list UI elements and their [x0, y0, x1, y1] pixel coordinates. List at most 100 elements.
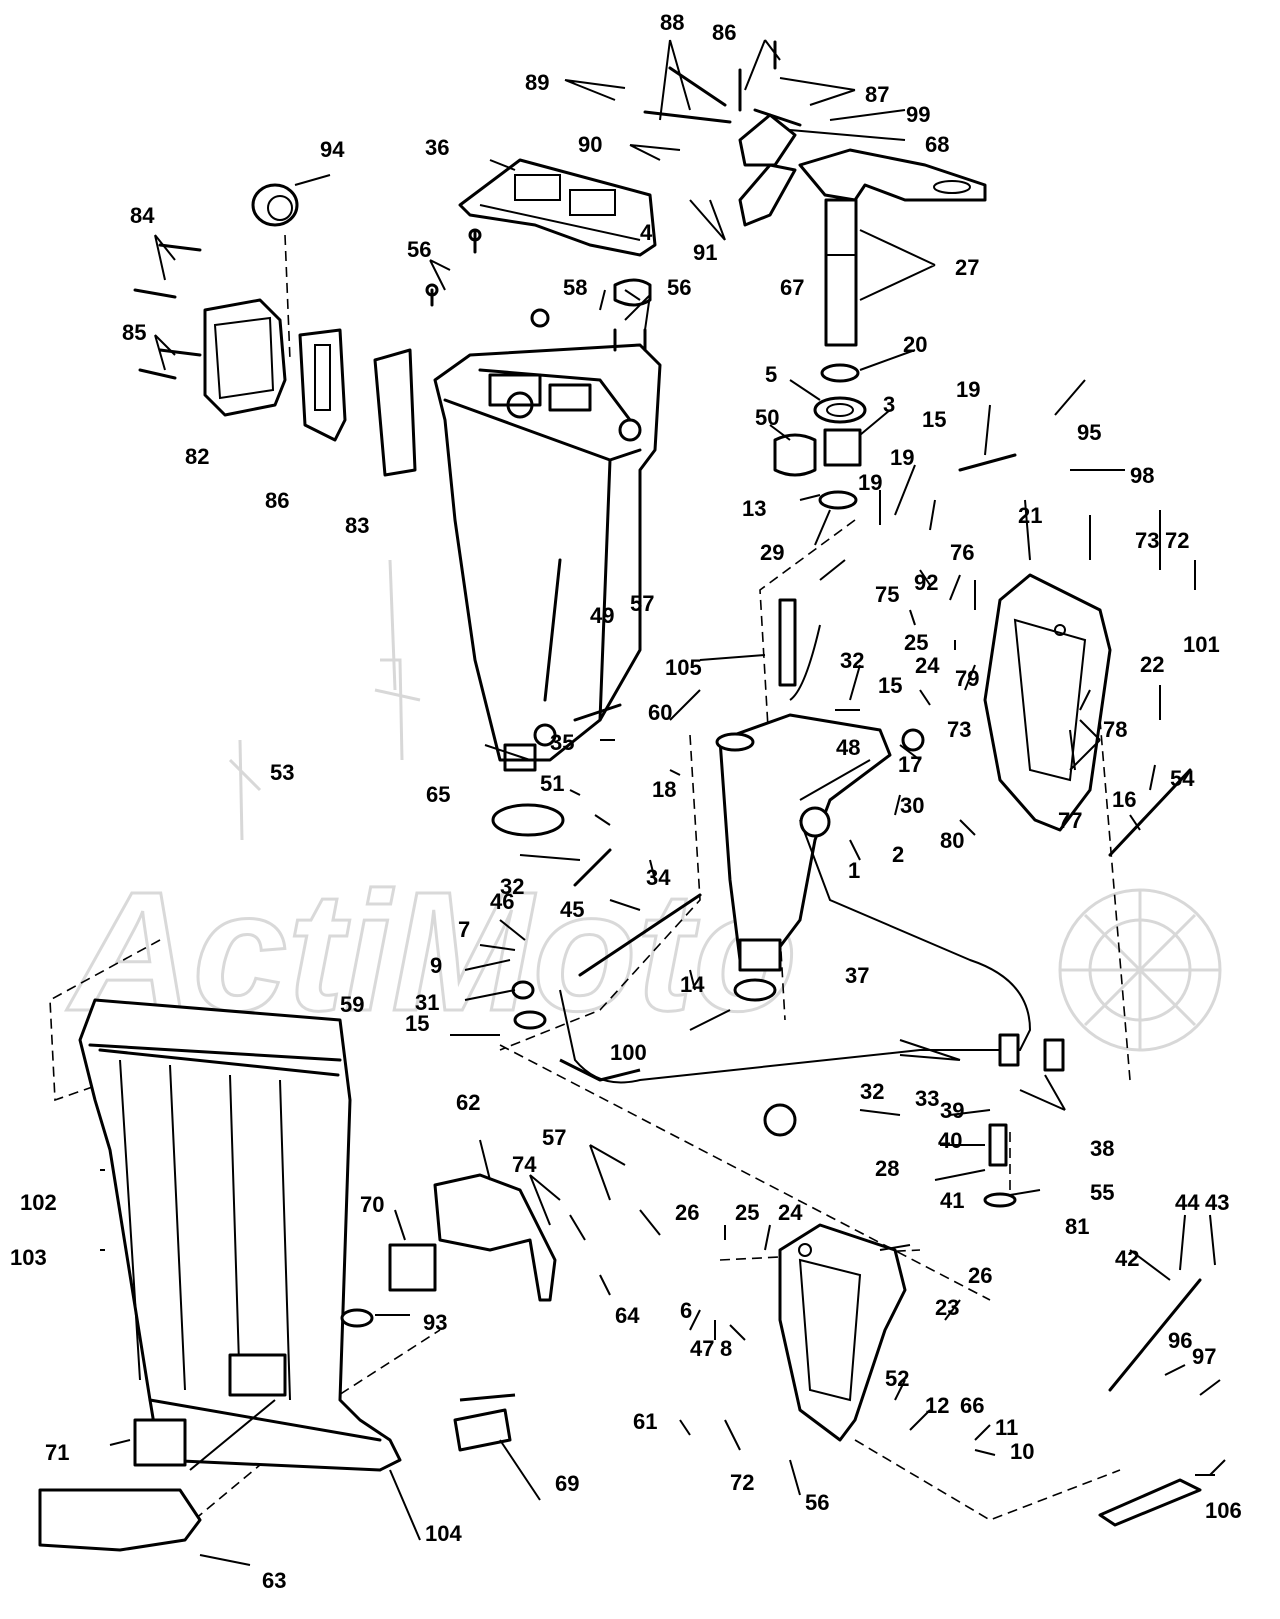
callout-label: 57	[630, 591, 654, 616]
callout-label: 78	[1103, 717, 1127, 742]
callout-label: 7	[458, 917, 470, 942]
callout-label: 30	[900, 793, 924, 818]
callout-label: 10	[1010, 1439, 1034, 1464]
callout-label: 83	[345, 513, 369, 538]
callout-label: 8	[720, 1336, 732, 1361]
callout-label: 85	[122, 320, 146, 345]
callout-label: 60	[648, 700, 672, 725]
callout-label: 47	[690, 1336, 714, 1361]
callout-label: 22	[1140, 652, 1164, 677]
callout-label: 92	[914, 570, 938, 595]
callout-label: 33	[915, 1086, 939, 1111]
callout-label: 15	[405, 1011, 429, 1036]
callout-label: 3	[883, 392, 895, 417]
callout-label: 105	[665, 655, 702, 680]
callout-label: 68	[925, 132, 949, 157]
callout-label: 37	[845, 963, 869, 988]
callout-label: 6	[680, 1298, 692, 1323]
callout-label: 72	[1165, 528, 1189, 553]
rods-and-cables	[491, 453, 1192, 1208]
callout-label: 4	[640, 220, 653, 245]
callout-label: 2	[892, 842, 904, 867]
callout-label: 36	[425, 135, 449, 160]
callout-label: 81	[1065, 1214, 1089, 1239]
callout-label: 94	[320, 137, 345, 162]
leader-lines	[100, 39, 1226, 1566]
callout-label: 44	[1175, 1190, 1200, 1215]
callout-label: 24	[915, 653, 940, 678]
callout-label: 35	[550, 730, 574, 755]
callout-label: 19	[890, 445, 914, 470]
callout-label: 49	[590, 603, 614, 628]
callout-label: 48	[836, 735, 860, 760]
callout-label: 25	[735, 1200, 759, 1225]
callout-label: 45	[560, 897, 584, 922]
callout-label: 74	[512, 1152, 537, 1177]
callout-label: 29	[760, 540, 784, 565]
callout-label: 80	[940, 828, 964, 853]
callout-label: 66	[960, 1393, 984, 1418]
callout-label: 88	[660, 10, 684, 35]
callout-label: 19	[858, 470, 882, 495]
callout-label: 56	[667, 275, 691, 300]
callout-label: 39	[940, 1098, 964, 1123]
callout-label: 76	[950, 540, 974, 565]
callout-label: 95	[1077, 420, 1101, 445]
callout-label: 100	[610, 1040, 647, 1065]
callout-label: 97	[1192, 1344, 1216, 1369]
callout-label: 98	[1130, 463, 1154, 488]
callout-label: 72	[730, 1470, 754, 1495]
callout-label: 69	[555, 1471, 579, 1496]
callout-label: 42	[1115, 1246, 1139, 1271]
callout-label: 79	[955, 666, 979, 691]
callout-label: 14	[680, 972, 705, 997]
callout-label: 34	[646, 865, 671, 890]
callout-label: 99	[906, 102, 930, 127]
callout-label: 71	[45, 1440, 69, 1465]
callout-label: 54	[1170, 766, 1195, 791]
adaptor-plate-38	[458, 158, 657, 257]
bearing-parts	[773, 363, 867, 510]
callout-label: 67	[780, 275, 804, 300]
callout-label: 91	[693, 240, 717, 265]
callout-label: 17	[898, 752, 922, 777]
callout-label: 26	[968, 1263, 992, 1288]
callout-label: 103	[10, 1245, 47, 1270]
callout-label: 73	[1135, 528, 1159, 553]
stern-bracket-23	[983, 573, 1112, 832]
callout-label: 5	[765, 362, 777, 387]
callout-label: 52	[885, 1366, 909, 1391]
callout-label: 51	[540, 771, 564, 796]
callout-label: 53	[270, 760, 294, 785]
callout-label: 56	[805, 1490, 829, 1515]
callout-label: 75	[875, 582, 899, 607]
callout-label: 77	[1058, 808, 1082, 833]
callout-label: 93	[423, 1310, 447, 1335]
callout-label: 21	[1018, 503, 1042, 528]
callout-label: 84	[130, 203, 155, 228]
callout-label: 59	[340, 992, 364, 1017]
callout-label: 11	[995, 1415, 1018, 1440]
exhaust-housing-59	[433, 343, 662, 772]
callout-label: 64	[615, 1303, 640, 1328]
callout-label: 70	[360, 1192, 384, 1217]
callout-label: 104	[425, 1521, 462, 1546]
callout-label: 1	[848, 858, 860, 883]
callout-label: 102	[20, 1190, 57, 1215]
callout-label: 16	[1112, 787, 1136, 812]
steering-arm-29	[643, 40, 987, 347]
callout-label: 43	[1205, 1190, 1229, 1215]
callout-label: 32	[840, 648, 864, 673]
callout-label: 56	[407, 237, 431, 262]
callout-label: 87	[865, 82, 889, 107]
callout-label: 58	[563, 275, 587, 300]
callout-label: 40	[938, 1128, 962, 1153]
callout-label: 106	[1205, 1498, 1242, 1523]
callout-label: 89	[525, 70, 549, 95]
bolts	[133, 228, 652, 380]
callout-label: 46	[490, 889, 514, 914]
callout-label: 57	[542, 1125, 566, 1150]
callout-label: 96	[1168, 1328, 1192, 1353]
callout-label: 13	[742, 496, 766, 521]
callout-label: 32	[860, 1079, 884, 1104]
